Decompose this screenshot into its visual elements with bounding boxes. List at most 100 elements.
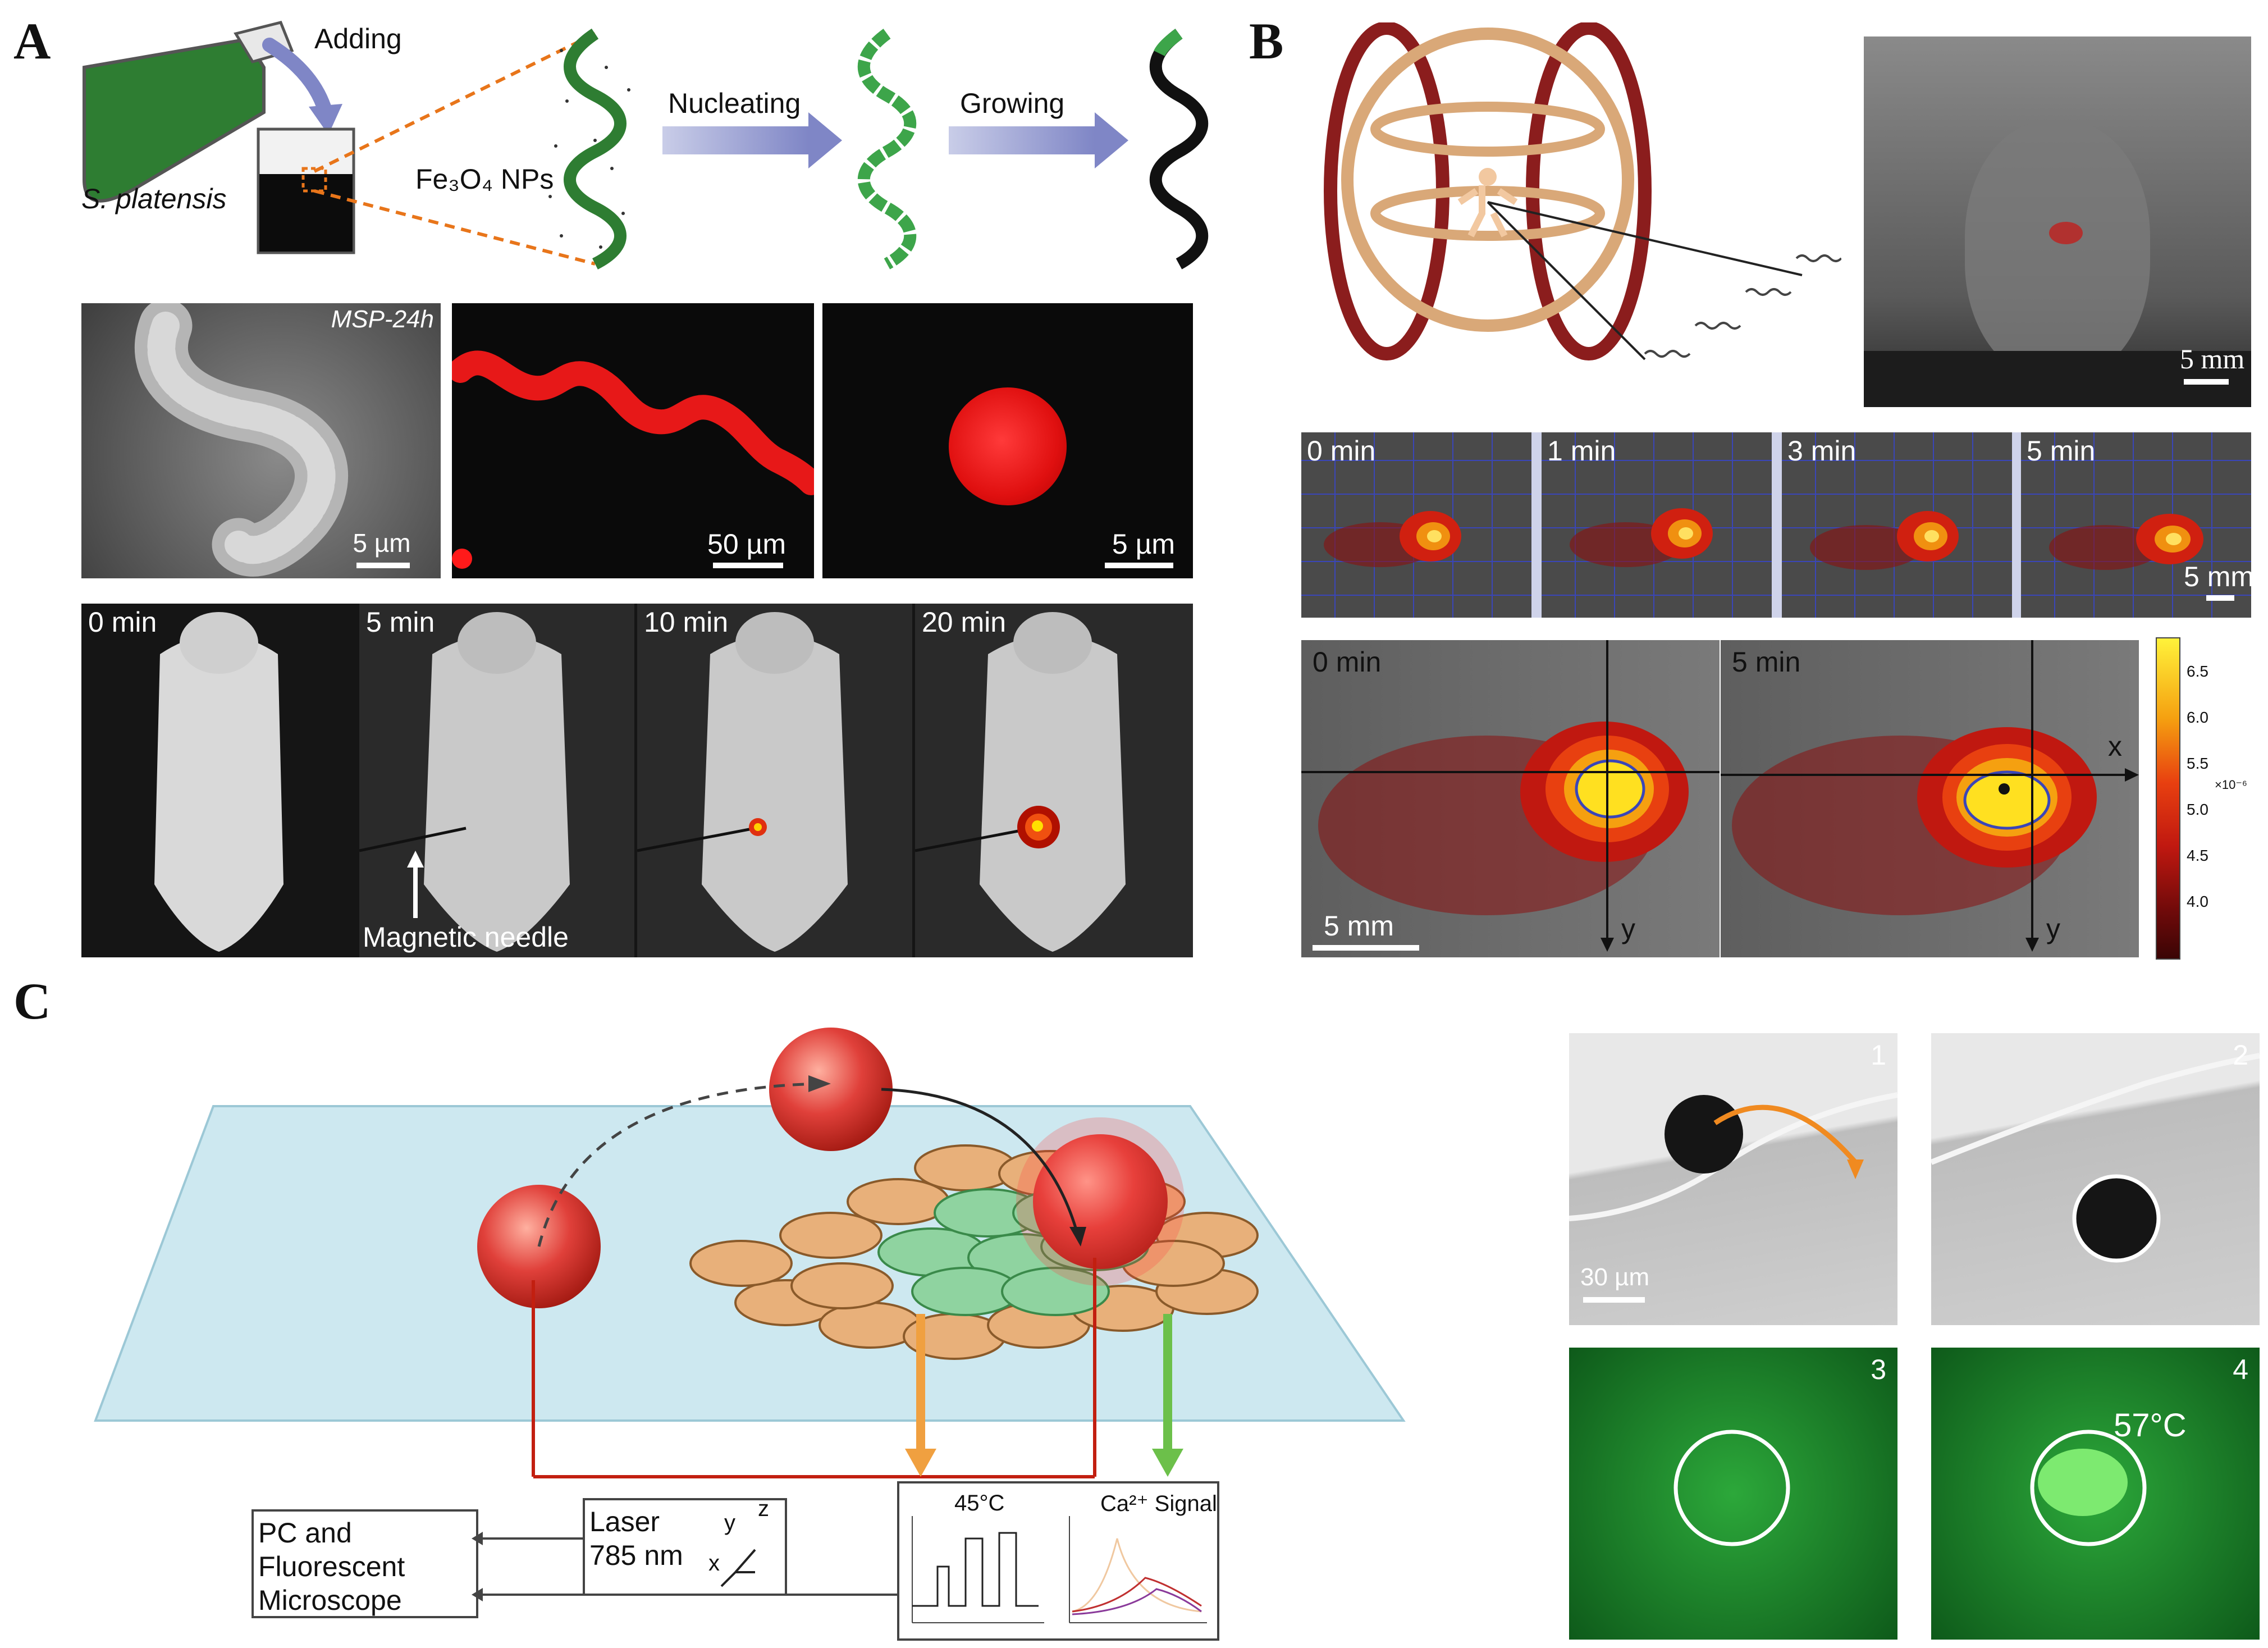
mri-body bbox=[1965, 121, 2150, 379]
sphere-end bbox=[1033, 1134, 1168, 1269]
small-frames-strip: 0 min 1 min 3 min 5 min 5 mm bbox=[1301, 432, 2251, 618]
micro-scalebar bbox=[1583, 1297, 1645, 1303]
fluor-scale-label-1: 50 µm bbox=[707, 528, 786, 560]
small-frame-0: 0 min bbox=[1301, 432, 1531, 618]
mouse-tile-2: 10 min bbox=[637, 604, 912, 957]
fluor-sphere-image: 5 µm bbox=[822, 303, 1193, 578]
adding-label: Adding bbox=[314, 23, 402, 54]
colorbar-tick-2: 5.5 bbox=[2187, 755, 2208, 772]
mouse-time-2: 10 min bbox=[644, 606, 729, 638]
pc-box-line-3: Microscope bbox=[258, 1585, 402, 1616]
fluor-scale-label-2: 5 µm bbox=[1112, 528, 1176, 560]
micro-number-2: 2 bbox=[2233, 1039, 2248, 1071]
axis-z-label: z bbox=[758, 1496, 769, 1521]
small-scale-label: 5 mm bbox=[2184, 561, 2251, 592]
large-time-1: 5 min bbox=[1732, 646, 1801, 678]
colorbar-ticks: 6.5 6.0 5.5 5.0 4.5 4.0 bbox=[2187, 649, 2208, 925]
large-scalebar bbox=[1313, 945, 1419, 951]
coil-schematic bbox=[1324, 22, 1841, 360]
laser-line-2: 785 nm bbox=[589, 1540, 683, 1571]
micro-number-1: 1 bbox=[1871, 1039, 1886, 1071]
colorbar-tick-0: 6.5 bbox=[2187, 663, 2208, 680]
axis-y-label: y bbox=[724, 1510, 735, 1535]
small-frame-1: 1 min bbox=[1542, 432, 1772, 618]
fluor-spiral-image: 50 µm bbox=[452, 303, 814, 578]
mouse-tile-1: 5 min Magnetic needle bbox=[359, 604, 634, 957]
ca-plot-title: Ca²⁺ Signal bbox=[1100, 1491, 1217, 1516]
colorbar-unit: ×10⁻⁶ bbox=[2215, 778, 2247, 792]
panel-letter-b: B bbox=[1249, 12, 1284, 70]
micro-number-3: 3 bbox=[1871, 1354, 1886, 1385]
mouse-body-2 bbox=[637, 612, 848, 952]
large-scale-label: 5 mm bbox=[1324, 910, 1394, 942]
panel-a-schematic bbox=[83, 21, 1209, 270]
mri-image: 5 mm bbox=[1864, 36, 2251, 407]
small-time-0: 0 min bbox=[1307, 435, 1376, 467]
large-axis-y-0: y bbox=[1621, 913, 1635, 944]
mri-signal bbox=[2049, 222, 2083, 244]
large-time-0: 0 min bbox=[1313, 646, 1382, 678]
fluor-sphere bbox=[949, 387, 1067, 505]
nanoparticles-label: Fe₃O₄ NPs bbox=[415, 163, 554, 195]
mouse-body-0 bbox=[154, 612, 284, 952]
mouse-strip: 0 min 5 min Magnetic needle 10 min 20 mi… bbox=[81, 604, 1193, 957]
mouse-tile-3: 20 min bbox=[914, 604, 1193, 957]
colorbar bbox=[2156, 637, 2180, 960]
mouse-tile-0: 0 min bbox=[81, 604, 356, 957]
helix-magnetized bbox=[1149, 29, 1209, 270]
laser-line-1: Laser bbox=[589, 1506, 660, 1537]
laser-box-label: Laser 785 nm bbox=[589, 1505, 683, 1572]
micrograph-2: 2 bbox=[1931, 1033, 2260, 1325]
temp-plot-title: 45°C bbox=[954, 1491, 1005, 1515]
small-time-1: 1 min bbox=[1547, 435, 1616, 467]
plots-box bbox=[897, 1481, 1219, 1641]
sem-label: MSP-24h bbox=[331, 305, 434, 333]
axis-x-label: x bbox=[708, 1551, 720, 1576]
large-axis-y-1: y bbox=[2046, 913, 2060, 944]
mouse-body-3 bbox=[914, 612, 1126, 952]
adding-arrow bbox=[262, 38, 333, 120]
small-scalebar bbox=[2206, 595, 2234, 601]
helix-nucleated bbox=[857, 29, 917, 270]
calcium-plot bbox=[1069, 1516, 1207, 1623]
large-heatmap-0 bbox=[1301, 640, 1720, 952]
sem-spiral-shape bbox=[134, 303, 348, 577]
fluor-scalebar-2 bbox=[1105, 563, 1173, 568]
beaker-icon bbox=[257, 127, 355, 254]
pc-box-label: PC and Fluorescent Microscope bbox=[258, 1516, 405, 1617]
pc-box-line-1: PC and bbox=[258, 1517, 352, 1549]
mri-scalebar bbox=[2184, 379, 2229, 385]
micro-number-4: 4 bbox=[2233, 1354, 2248, 1385]
colorbar-tick-4: 4.5 bbox=[2187, 847, 2208, 864]
micro-temp-label: 57°C bbox=[2114, 1407, 2187, 1444]
mouse-time-1: 5 min bbox=[366, 606, 435, 638]
pc-box bbox=[252, 1509, 478, 1618]
small-frame-2: 3 min bbox=[1782, 432, 2012, 618]
colorbar-tick-1: 6.0 bbox=[2187, 709, 2208, 726]
mri-scale-label: 5 mm bbox=[2180, 343, 2245, 375]
temp-plot bbox=[912, 1516, 1044, 1623]
micrograph-1: 1 30 µm bbox=[1569, 1033, 1897, 1325]
panel-c-schematic bbox=[94, 1028, 1406, 1641]
colorbar-tick-5: 4.0 bbox=[2187, 893, 2208, 910]
small-time-3: 5 min bbox=[2027, 435, 2096, 467]
helix-spirulina bbox=[564, 28, 627, 270]
micrograph-4: 4 57°C bbox=[1931, 1348, 2260, 1640]
sem-image: MSP-24h 5 µm bbox=[81, 303, 441, 578]
panel-letter-a: A bbox=[13, 12, 51, 70]
panel-letter-c: C bbox=[13, 973, 51, 1030]
fluor-scalebar-1 bbox=[713, 563, 783, 568]
mouse-body-1 bbox=[359, 612, 570, 952]
growing-label: Growing bbox=[960, 88, 1065, 119]
large-axis-x: x bbox=[2108, 731, 2122, 762]
large-frame-1: 5 min x y bbox=[1721, 640, 2139, 957]
needle-label: Magnetic needle bbox=[363, 921, 569, 953]
sphere-mid bbox=[769, 1028, 893, 1151]
small-frame-3: 5 min 5 mm bbox=[2021, 432, 2251, 618]
micro-scale-label: 30 µm bbox=[1580, 1263, 1650, 1291]
colorbar-tick-3: 5.0 bbox=[2187, 801, 2208, 818]
mouse-time-3: 20 min bbox=[922, 606, 1007, 638]
species-label: S. platensis bbox=[81, 183, 227, 214]
large-heatmap-1 bbox=[1721, 640, 2139, 952]
large-frame-0: 0 min y 5 mm bbox=[1301, 640, 1720, 957]
